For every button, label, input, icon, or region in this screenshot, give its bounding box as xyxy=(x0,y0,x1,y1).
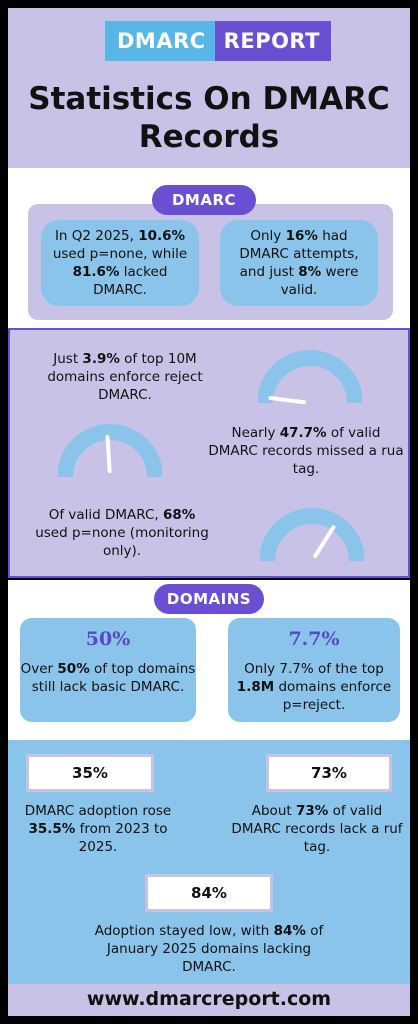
logo-part-report: REPORT xyxy=(214,21,331,61)
stat-box-35: 35% xyxy=(26,754,154,792)
dmarc-stat-card-1: In Q2 2025, 10.6% used p=none, while 81.… xyxy=(41,220,199,306)
dmarc-stat-card-2: Only 16% had DMARC attempts, and just 8%… xyxy=(220,220,378,306)
stat-text: DMARC adoption rose xyxy=(24,803,172,819)
stat-highlight: 3.9% xyxy=(82,351,120,367)
header: DMARC REPORT Statistics On DMARC Records xyxy=(8,8,410,168)
card-text: domains enforce p=reject. xyxy=(274,679,392,713)
stat-box-73: 73% xyxy=(266,754,392,792)
card-highlight: 10.6% xyxy=(138,228,186,244)
dmarc-report-logo: DMARC REPORT xyxy=(105,21,331,61)
footer-website-link[interactable]: www.dmarcreport.com xyxy=(8,984,410,1016)
card-description: Over 50% of top domains still lack basic… xyxy=(20,660,196,696)
card-text: Only 7.7% of the top xyxy=(244,661,384,677)
stat-box-84: 84% xyxy=(145,874,273,912)
stat-text: Just xyxy=(53,351,83,367)
page-title-line2: Records xyxy=(138,119,280,155)
gauge-stat-1: Just 3.9% of top 10M domains enforce rej… xyxy=(30,350,220,404)
stat-text: from 2023 to 2025. xyxy=(75,821,168,855)
card-text: Over xyxy=(20,661,58,677)
dmarc-pill-label: DMARC xyxy=(152,185,256,215)
stat-highlight: 84% xyxy=(273,923,306,939)
page-title: Statistics On DMARC Records xyxy=(8,80,410,156)
card-highlight: 81.6% xyxy=(72,264,120,280)
gauge-icon-1 xyxy=(258,350,362,405)
gauge-icon-2 xyxy=(58,424,162,478)
stat-text: used p=none (monitoring only). xyxy=(35,525,209,559)
logo-part-dmarc: DMARC xyxy=(105,21,215,61)
domains-section: DOMAINS 50% Over 50% of top domains stil… xyxy=(8,580,410,740)
domains-stat-card-1: 50% Over 50% of top domains still lack b… xyxy=(20,618,196,722)
card-text: Only xyxy=(250,228,286,244)
stat-highlight: 35.5% xyxy=(28,821,76,837)
card-text: In Q2 2025, xyxy=(54,228,139,244)
domains-pill-label: DOMAINS xyxy=(154,584,264,614)
stat-text: Nearly xyxy=(231,425,280,441)
stat-highlight: 68% xyxy=(162,507,196,523)
infographic: DMARC REPORT Statistics On DMARC Records… xyxy=(8,8,410,1016)
card-text: of top domains still lack basic DMARC. xyxy=(31,661,196,695)
stat-text: of valid DMARC records lack a ruf tag. xyxy=(231,803,403,855)
stats-section: 35% DMARC adoption rose 35.5% from 2023 … xyxy=(8,740,410,984)
stat-highlight: 73% xyxy=(295,803,329,819)
card-text: used p=none, while xyxy=(52,246,188,262)
gauge-stat-3: Of valid DMARC, 68% used p=none (monitor… xyxy=(32,506,212,560)
stat-text: of valid DMARC records missed a rua tag. xyxy=(208,425,404,477)
stat-text-73: About 73% of valid DMARC records lack a … xyxy=(226,802,408,856)
gauges-section: Just 3.9% of top 10M domains enforce rej… xyxy=(8,328,410,578)
card-highlight: 1.8M xyxy=(236,679,275,695)
stat-text-84: Adoption stayed low, with 84% of January… xyxy=(84,922,334,976)
card-description: Only 7.7% of the top 1.8M domains enforc… xyxy=(228,660,400,714)
page-title-line1: Statistics On DMARC xyxy=(28,81,390,117)
stat-text: Adoption stayed low, with xyxy=(94,923,274,939)
dmarc-section: DMARC In Q2 2025, 10.6% used p=none, whi… xyxy=(8,168,410,328)
stat-highlight: 47.7% xyxy=(279,425,327,441)
card-big-number: 7.7% xyxy=(288,628,340,650)
stat-text: Of valid DMARC, xyxy=(48,507,163,523)
stat-text: of top 10M domains enforce reject DMARC. xyxy=(47,351,203,403)
card-text: were valid. xyxy=(280,264,359,298)
card-text: had DMARC attempts, and just xyxy=(239,228,359,280)
stat-text-35: DMARC adoption rose 35.5% from 2023 to 2… xyxy=(10,802,186,856)
domains-stat-card-2: 7.7% Only 7.7% of the top 1.8M domains e… xyxy=(228,618,400,722)
stat-text: of January 2025 domains lacking DMARC. xyxy=(106,923,324,975)
gauge-icon-3 xyxy=(260,508,364,562)
card-text: lacked DMARC. xyxy=(93,264,168,298)
card-highlight: 16% xyxy=(285,228,318,244)
card-highlight: 50% xyxy=(57,661,90,677)
card-big-number: 50% xyxy=(85,628,131,650)
gauge-stat-2: Nearly 47.7% of valid DMARC records miss… xyxy=(206,424,406,478)
stat-text: About xyxy=(251,803,296,819)
card-highlight: 8% xyxy=(298,264,322,280)
